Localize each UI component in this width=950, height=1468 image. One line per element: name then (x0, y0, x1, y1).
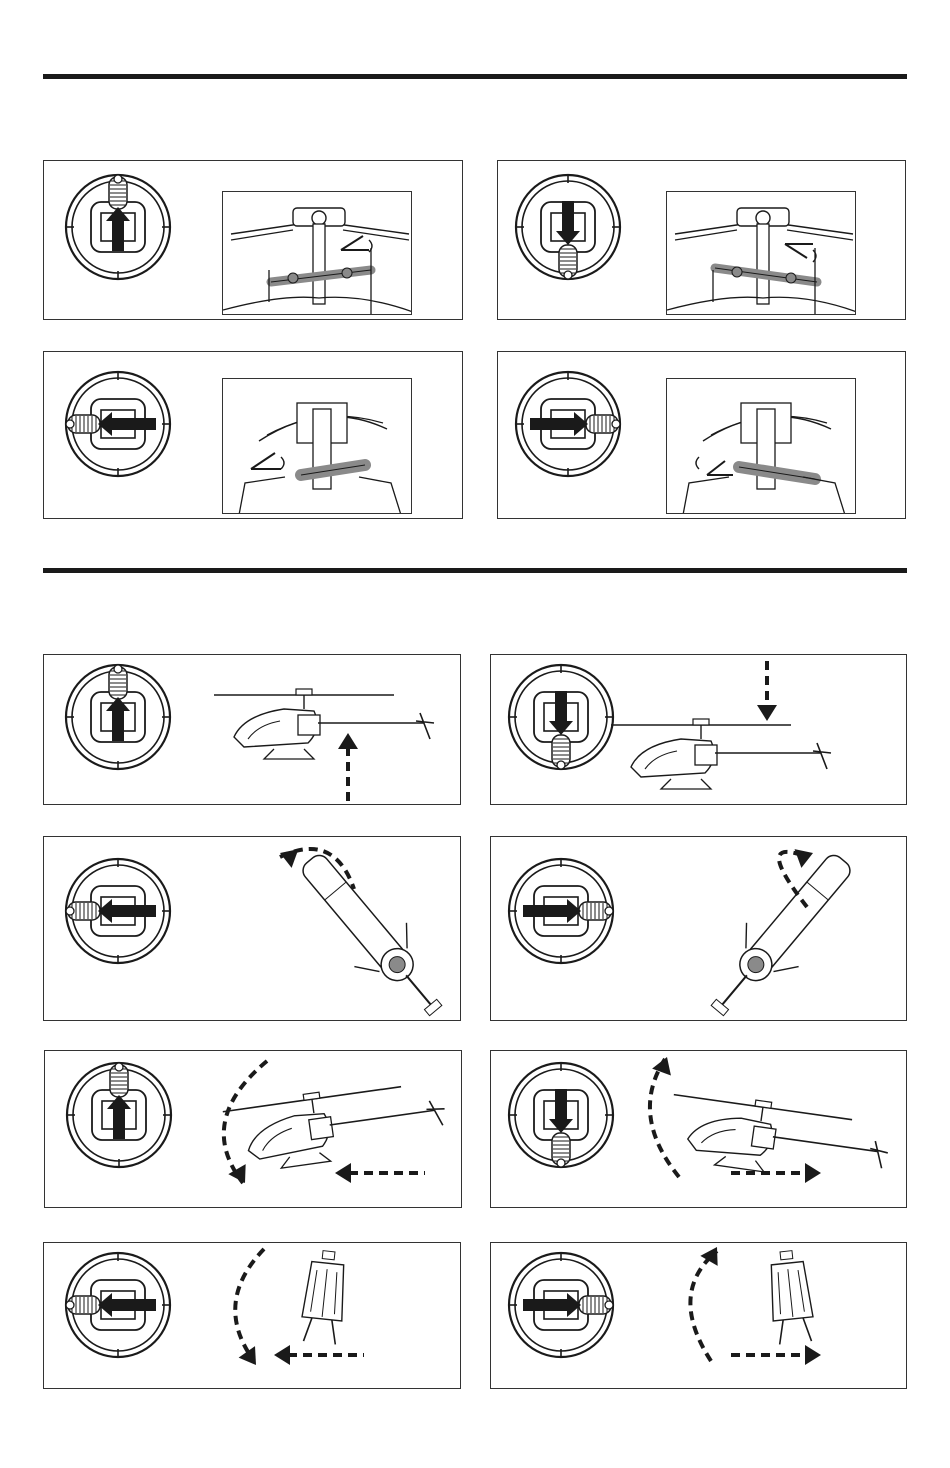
stick-graphic (64, 173, 172, 281)
helicopter-icon (214, 689, 434, 759)
bottom-section-rule (43, 568, 907, 573)
swashplate-inset (666, 191, 856, 315)
helicopter-rear-icon (766, 1249, 815, 1345)
panel-climb (43, 654, 461, 805)
swashplate-graphic (223, 192, 412, 315)
stick-graphic (514, 370, 622, 478)
helicopter-icon (222, 1075, 450, 1175)
helicopter-icon (611, 719, 831, 789)
scene-roll-left (44, 1243, 462, 1390)
panel-descend (490, 654, 907, 805)
stick-graphic (64, 370, 172, 478)
panel-aileron-right-swash (497, 351, 906, 519)
scene-yaw-right (491, 837, 908, 1022)
panel-pitch-back (490, 1050, 907, 1208)
panel-elevator-up-swash (43, 160, 463, 320)
scene-pitch-forward (45, 1051, 463, 1209)
scene-pitch-back (491, 1051, 908, 1209)
swashplate-inset (666, 378, 856, 514)
swashplate-graphic (667, 379, 856, 514)
swashplate-inset (222, 191, 412, 315)
scene-descend (491, 655, 908, 806)
scene-roll-right (491, 1243, 908, 1390)
top-section-rule (43, 74, 907, 79)
swashplate-inset (222, 378, 412, 514)
panel-roll-right (490, 1242, 907, 1389)
panel-yaw-left (43, 836, 461, 1021)
scene-climb (44, 655, 462, 806)
panel-yaw-right (490, 836, 907, 1021)
swashplate-graphic (667, 192, 856, 315)
panel-pitch-forward (44, 1050, 462, 1208)
panel-roll-left (43, 1242, 461, 1389)
stick-graphic (514, 173, 622, 281)
helicopter-topdown-icon (284, 839, 462, 1022)
swashplate-graphic (223, 379, 412, 514)
panel-aileron-left-swash (43, 351, 463, 519)
scene-yaw-left (44, 837, 462, 1022)
helicopter-rear-icon (300, 1249, 349, 1345)
panel-elevator-down-swash (497, 160, 906, 320)
